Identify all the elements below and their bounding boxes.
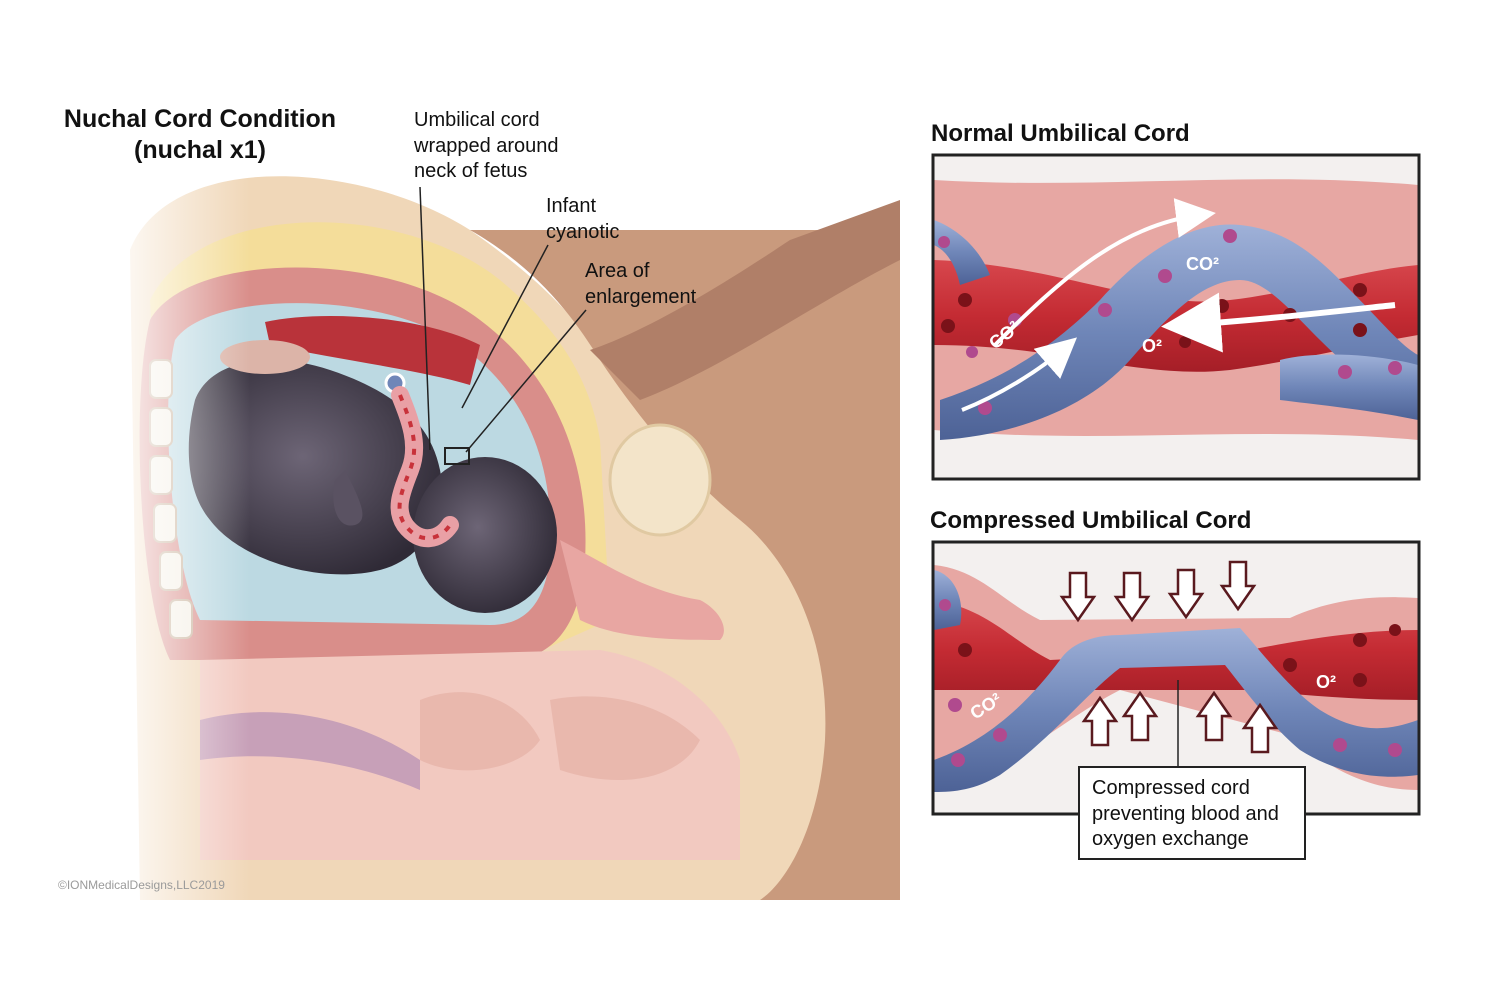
callout-cyanotic: Infant cyanotic	[546, 194, 619, 245]
co2-flow-arrow-lower	[961, 337, 1078, 412]
main-title-line2: (nuchal x1)	[134, 136, 266, 164]
callout-cord-line1: Umbilical cord	[414, 109, 540, 131]
callout-cord-line2: wrapped around	[414, 134, 559, 157]
compressed-note-line2: preventing blood and	[1092, 802, 1279, 825]
vein-compressed	[934, 628, 1418, 792]
callout-enlargement-line1: Area of	[585, 260, 650, 282]
up-arrow-icon	[1241, 702, 1279, 754]
normal-cord-illustration	[934, 156, 1418, 478]
anatomy-illustration	[100, 150, 900, 910]
up-arrow-icon	[1195, 690, 1233, 742]
main-title-line1: Nuchal Cord Condition	[63, 105, 337, 133]
down-arrow-icon	[1219, 560, 1257, 612]
compression-arrows	[1059, 560, 1279, 754]
normal-cord-frame	[931, 153, 1421, 481]
callout-lines	[419, 186, 587, 453]
compressed-cord-title: Compressed Umbilical Cord	[930, 507, 1252, 534]
callout-enlargement-line2: enlargement	[585, 285, 697, 308]
o2-label-compressed: O²	[1316, 672, 1336, 692]
callout-cord: Umbilical cord wrapped around neck of fe…	[414, 108, 559, 185]
callout-cyanotic-line1: Infant	[546, 195, 597, 217]
skin-edge	[470, 230, 900, 900]
callout-cyanotic-line2: cyanotic	[546, 220, 620, 243]
down-arrow-icon	[1113, 571, 1151, 623]
o2-label-normal: O²	[1142, 336, 1162, 356]
main-title: Nuchal Cord Condition (nuchal x1)	[40, 104, 360, 166]
callout-enlargement: Area of enlargement	[585, 259, 696, 310]
copyright-notice: ©IONMedicalDesigns,LLC2019	[58, 878, 225, 892]
compressed-note-line3: oxygen exchange	[1092, 828, 1249, 850]
compressed-note-line1: Compressed cord	[1092, 777, 1250, 799]
co2-flow-arrow	[993, 198, 1216, 347]
co2-label-normal-b: CO²	[1186, 254, 1219, 274]
normal-cord-title: Normal Umbilical Cord	[931, 120, 1190, 147]
down-arrow-icon	[1059, 571, 1097, 623]
up-arrow-icon	[1121, 690, 1159, 742]
compressed-note-box: Compressed cord preventing blood and oxy…	[1078, 766, 1306, 860]
o2-flow-arrow	[1161, 292, 1396, 353]
vein-normal	[940, 224, 1418, 440]
callout-cord-line3: neck of fetus	[414, 160, 528, 182]
down-arrow-icon	[1167, 568, 1205, 620]
up-arrow-icon	[1081, 695, 1119, 747]
